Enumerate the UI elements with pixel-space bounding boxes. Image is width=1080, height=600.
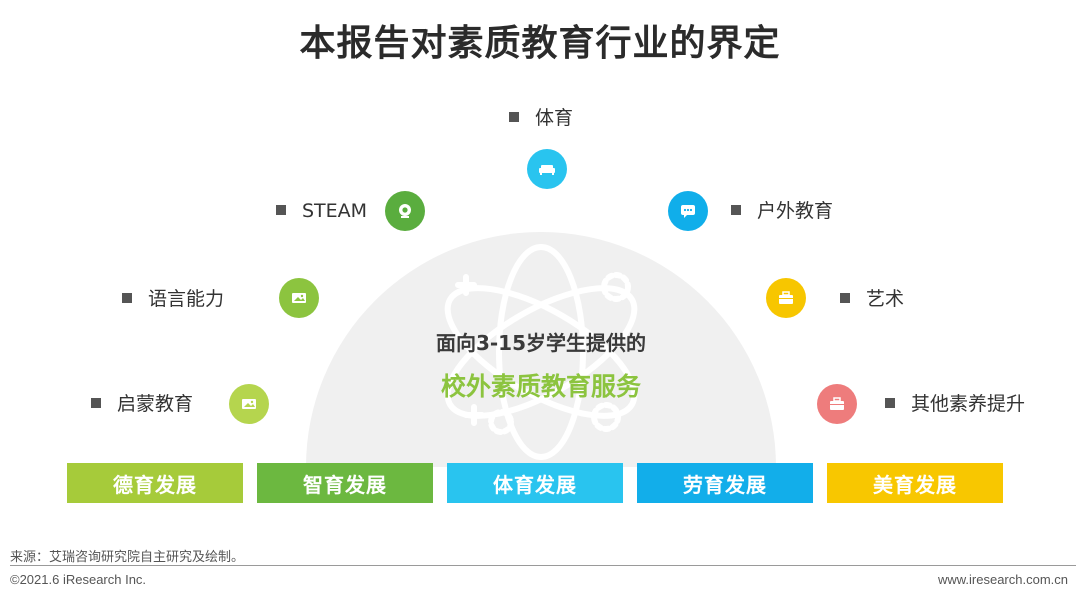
briefcase-icon <box>766 278 806 318</box>
bar-label: 劳育发展 <box>683 472 767 497</box>
page-title: 本报告对素质教育行业的界定 <box>299 23 781 64</box>
bullet-marker <box>122 292 132 303</box>
bullet-marker <box>91 397 101 408</box>
category-steam: STEAM <box>276 199 367 223</box>
category-label: 其他素养提升 <box>911 393 1026 415</box>
sofa-icon <box>527 149 567 189</box>
category-language: 语言能力 <box>122 287 224 311</box>
category-sports: 体育 <box>509 106 573 130</box>
semicircle-background <box>306 232 776 467</box>
bullet-marker <box>840 292 850 303</box>
center-headline: 校外素质教育服务 <box>440 372 641 401</box>
atom-watermark-icon <box>444 244 638 460</box>
bar-label: 德育发展 <box>113 472 197 497</box>
image-icon <box>279 278 319 318</box>
bullet-marker <box>276 204 286 215</box>
bar-intellectual-development: 智育发展 <box>257 463 433 503</box>
briefcase-icon <box>817 384 857 424</box>
category-label: 艺术 <box>866 288 905 310</box>
category-art: 艺术 <box>840 287 904 311</box>
bar-labor-development: 劳育发展 <box>637 463 813 503</box>
bullet-marker <box>731 204 741 215</box>
bullet-marker <box>509 111 519 122</box>
category-other-literacy: 其他素养提升 <box>885 392 1025 416</box>
image-icon <box>229 384 269 424</box>
category-outdoor: 户外教育 <box>731 199 833 223</box>
category-enlightenment: 启蒙教育 <box>91 392 193 416</box>
bar-label: 体育发展 <box>493 472 577 497</box>
webcam-icon <box>385 191 425 231</box>
copyright-text: ©2021.6 iResearch Inc. <box>10 572 147 587</box>
source-note: 来源：艾瑞咨询研究院自主研究及绘制。 <box>10 550 245 565</box>
bar-physical-development: 体育发展 <box>447 463 623 503</box>
category-label: 语言能力 <box>148 288 225 310</box>
category-label: 体育 <box>535 107 574 129</box>
chat-bubble-icon <box>668 191 708 231</box>
center-subtitle: 面向3-15岁学生提供的 <box>435 331 647 355</box>
category-label: 启蒙教育 <box>117 393 194 415</box>
category-label: 户外教育 <box>757 200 834 222</box>
category-label: STEAM <box>302 200 368 222</box>
bar-label: 智育发展 <box>303 472 387 497</box>
website-link[interactable]: www.iresearch.com.cn <box>937 572 1068 587</box>
footer-divider <box>10 565 1076 566</box>
bullet-marker <box>885 397 895 408</box>
bar-aesthetic-development: 美育发展 <box>827 463 1003 503</box>
bar-label: 美育发展 <box>873 472 957 497</box>
bar-moral-development: 德育发展 <box>67 463 243 503</box>
